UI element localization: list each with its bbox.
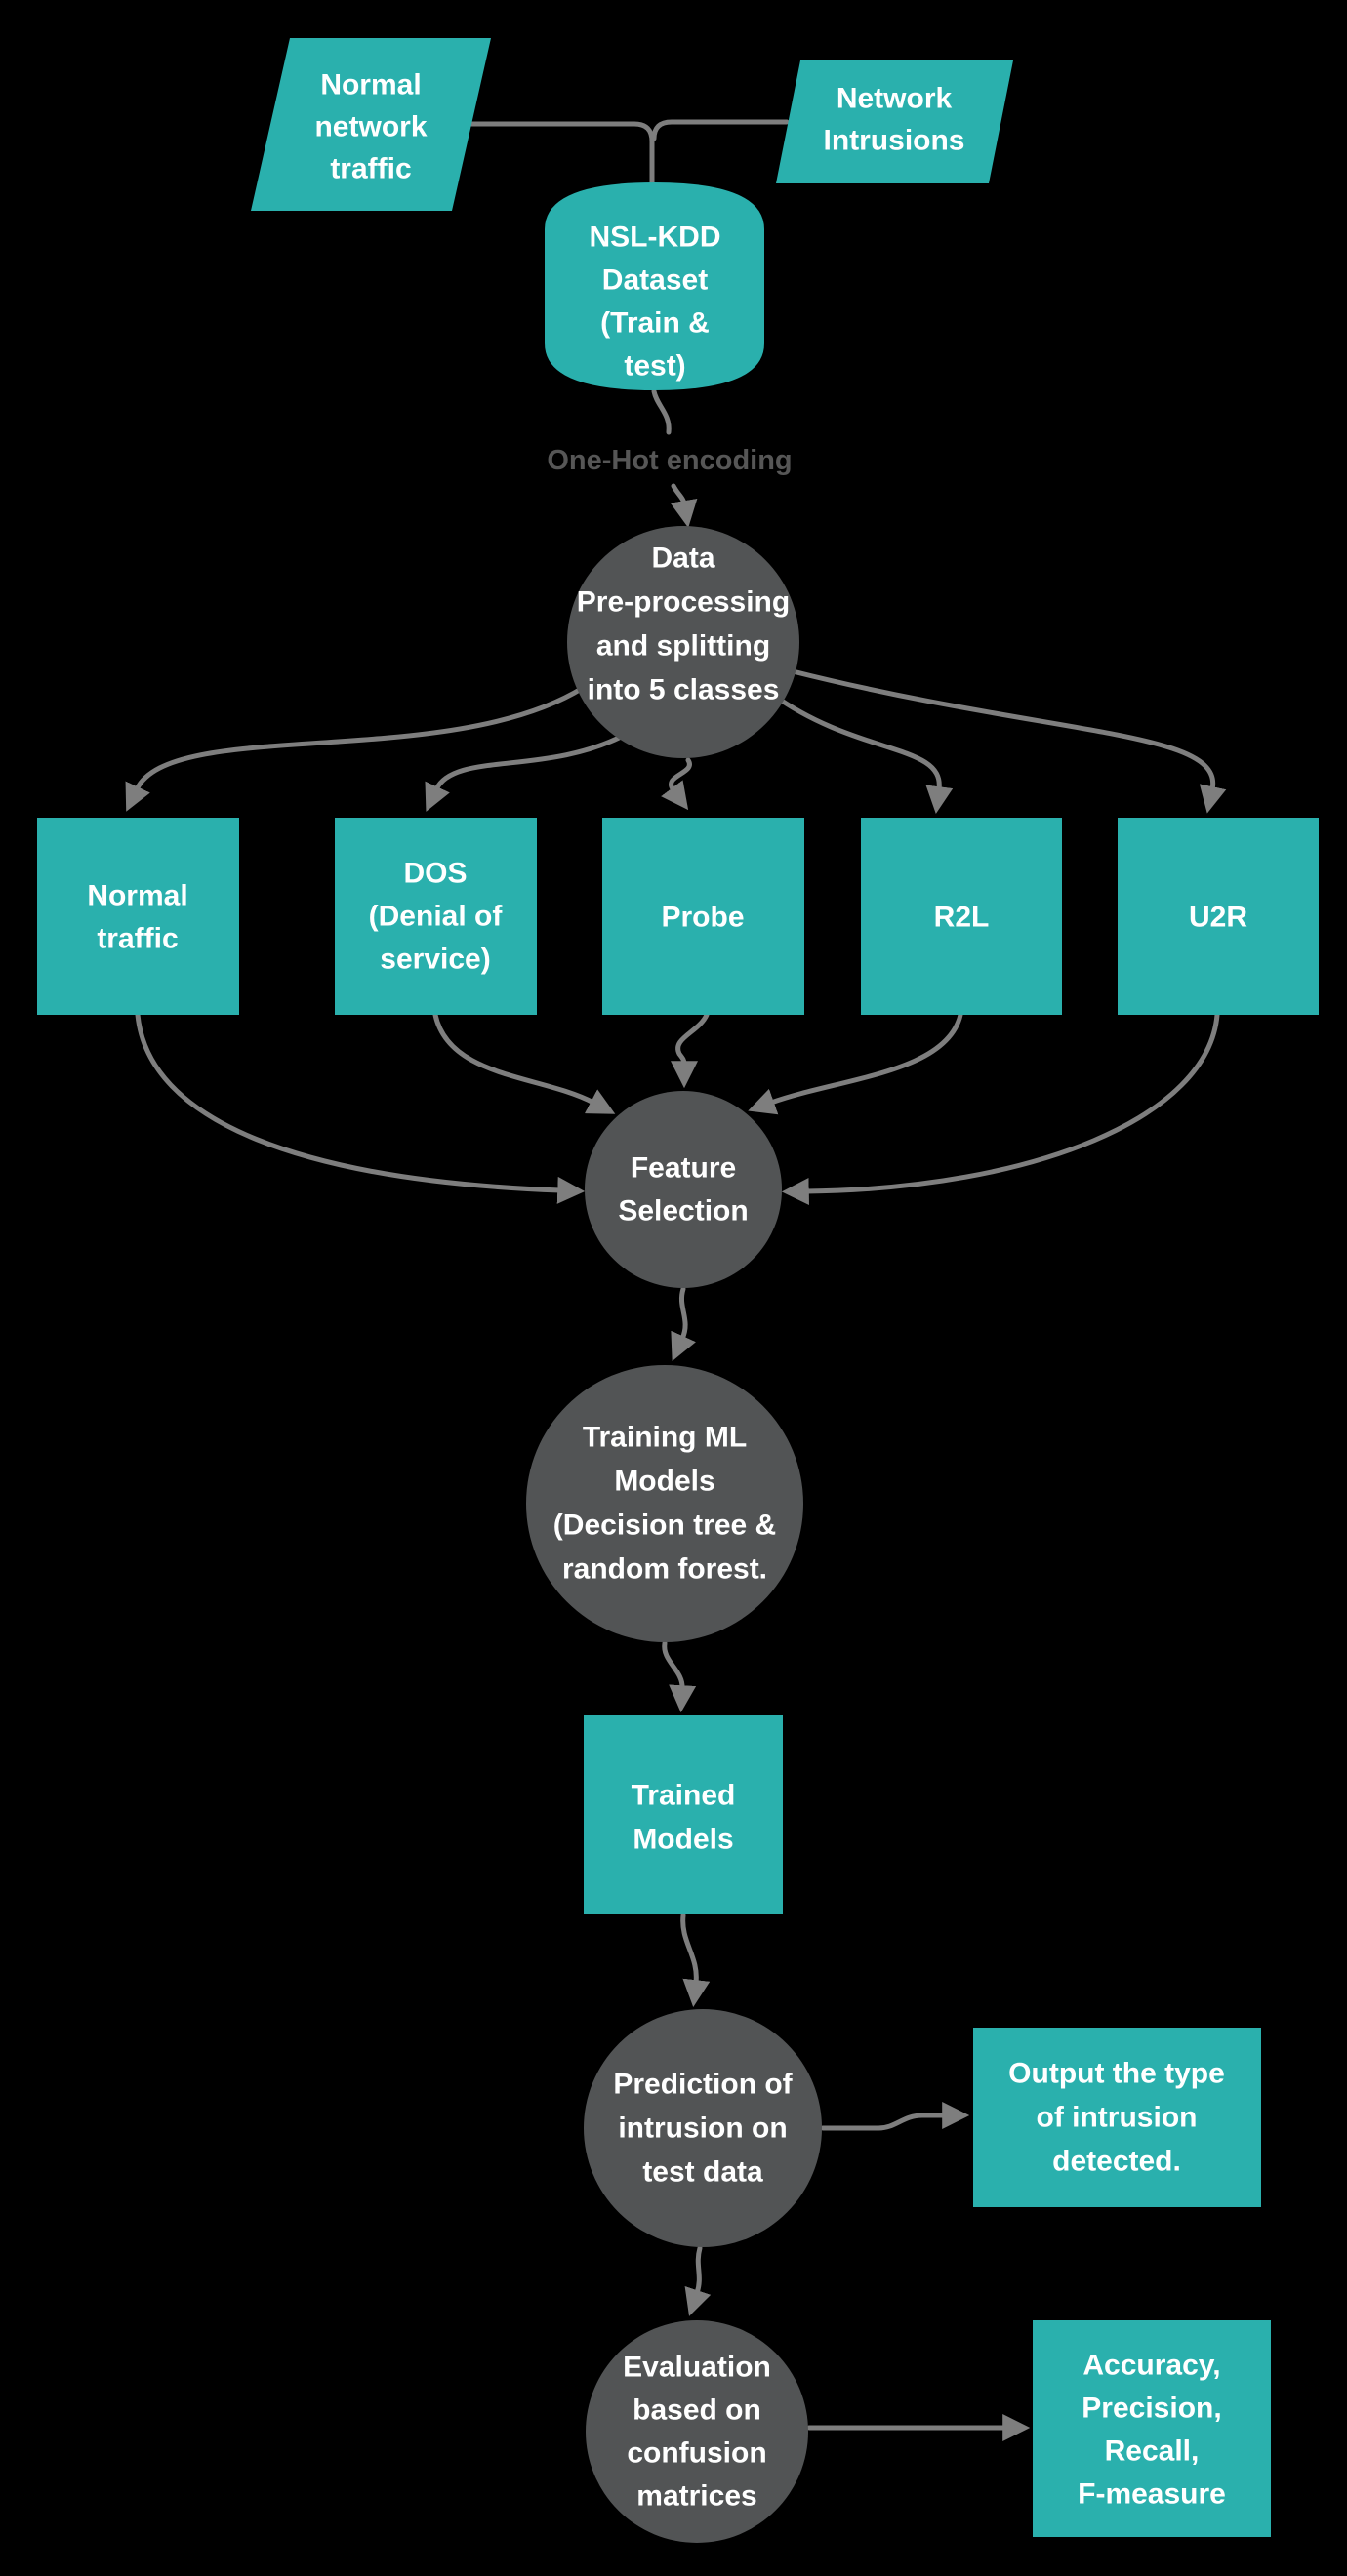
one-hot-encoding-label: One-Hot encoding [547, 445, 792, 476]
edge-dataset-to-onehot [651, 388, 672, 435]
box-shape [584, 1715, 783, 1914]
node-label-line: DOS [403, 858, 467, 890]
node-label-line: Trained [632, 1780, 736, 1812]
node-label-line: Output the type [1008, 2058, 1225, 2090]
node-label-line: matrices [636, 2480, 756, 2513]
edge-preprocessing-to-r2l [770, 692, 954, 815]
edge-u2r-to-feature-selection [781, 1012, 1220, 1205]
circle-shape [584, 2009, 822, 2247]
node-label-line: Training ML [583, 1422, 747, 1454]
node-class-normal-traffic: Normal traffic [37, 818, 239, 1015]
circle-shape [567, 526, 799, 758]
node-label-line: Pre-processing [577, 586, 790, 619]
node-label-line: Dataset [602, 264, 708, 297]
node-label-line: (Decision tree & [553, 1509, 776, 1542]
node-feature-selection: Feature Selection [585, 1091, 782, 1288]
node-label-line: based on [633, 2395, 761, 2427]
node-label-line: Evaluation [623, 2352, 771, 2384]
node-label-line: Recall, [1105, 2435, 1200, 2468]
node-label-line: intrusion on [618, 2113, 787, 2145]
node-label-line: Selection [618, 1195, 748, 1228]
circle-shape [526, 1365, 803, 1642]
node-label-line: service) [380, 944, 490, 976]
node-label-line: (Train & [600, 307, 710, 340]
node-label-line: Models [614, 1466, 714, 1498]
node-label-line: Models [633, 1824, 733, 1856]
node-label-line: of intrusion [1037, 2102, 1198, 2134]
edge-prediction-to-evaluation [684, 2245, 712, 2316]
node-label-line: U2R [1189, 902, 1247, 934]
node-metrics: Accuracy, Precision, Recall, F-measure [1033, 2320, 1271, 2537]
node-class-probe: Probe [602, 818, 804, 1015]
edge-feature-selection-to-training [671, 1286, 696, 1361]
connectors [125, 119, 1227, 2441]
node-label-line: Precision, [1082, 2393, 1221, 2425]
box-shape [37, 818, 239, 1015]
edge-preprocessing-to-dos [425, 732, 628, 812]
node-label-line: Accuracy, [1082, 2350, 1220, 2382]
node-normal-network-traffic: Normal network traffic [251, 38, 491, 211]
node-label-line: Normal [320, 69, 421, 101]
node-label-line: and splitting [596, 630, 770, 663]
node-label-line: into 5 classes [588, 674, 780, 706]
node-trained-models: Trained Models [584, 1715, 783, 1914]
edge-training-to-trained-models [662, 1640, 697, 1713]
node-class-dos: DOS (Denial of service) [335, 818, 537, 1015]
edge-prediction-to-output [820, 2102, 970, 2131]
node-label-line: test data [642, 2156, 763, 2189]
node-label-line: NSL-KDD [590, 221, 721, 254]
node-evaluation: Evaluation based on confusion matrices [586, 2320, 808, 2543]
node-label-line: detected. [1052, 2146, 1181, 2178]
node-label-line: traffic [330, 153, 411, 185]
edge-normal-class-to-feature-selection [135, 1012, 586, 1204]
edge-preprocessing-to-normal-class [125, 685, 586, 812]
node-training-ml-models: Training ML Models (Decision tree & rand… [526, 1365, 803, 1642]
parallelogram-shape [776, 60, 1013, 183]
box-shape [1033, 2320, 1271, 2537]
node-label-line: Network [837, 83, 953, 115]
node-label-line: Intrusions [823, 125, 964, 157]
node-label-line: Normal [87, 880, 187, 912]
node-prediction: Prediction of intrusion on test data [584, 2009, 822, 2247]
node-label-line: R2L [934, 902, 990, 934]
node-output-intrusion-type: Output the type of intrusion detected. [973, 2028, 1261, 2207]
node-label-line: Prediction of [613, 2069, 793, 2101]
edge-trained-models-to-prediction [680, 1912, 711, 2008]
node-label-line: Feature [631, 1152, 736, 1185]
box-shape [1118, 818, 1319, 1015]
node-label-line: F-measure [1078, 2478, 1226, 2511]
node-label-line: Probe [661, 902, 744, 934]
node-label-line: confusion [627, 2437, 766, 2470]
circle-shape [585, 1091, 782, 1288]
node-class-r2l: R2L [861, 818, 1062, 1015]
node-label-line: Data [651, 543, 714, 575]
edge-preprocessing-to-u2r [790, 668, 1227, 814]
box-shape [335, 818, 537, 1015]
node-label-line: (Denial of [369, 901, 504, 933]
node-label-line: traffic [97, 923, 178, 955]
node-nsl-kdd-dataset: NSL-KDD Dataset (Train & test) [545, 182, 764, 390]
box-shape [602, 818, 804, 1015]
box-shape [973, 2028, 1261, 2207]
edge-normal-input-to-dataset [466, 121, 655, 186]
edge-probe-to-feature-selection [670, 1012, 710, 1089]
edge-dos-to-feature-selection [432, 1012, 616, 1114]
box-shape [861, 818, 1062, 1015]
edge-onehot-to-preprocessing [670, 483, 698, 528]
node-label-line: network [314, 111, 427, 143]
cylinder-shape [545, 182, 764, 390]
parallelogram-shape [251, 38, 491, 211]
node-label-line: test) [624, 350, 685, 382]
node-data-preprocessing: Data Pre-processing and splitting into 5… [567, 526, 799, 758]
edge-preprocessing-to-probe [661, 757, 692, 811]
node-network-intrusions: Network Intrusions [776, 60, 1013, 183]
node-label-line: random forest. [562, 1553, 767, 1586]
circle-shape [586, 2320, 808, 2543]
edge-r2l-to-feature-selection [748, 1012, 963, 1115]
edge-intrusions-to-dataset [651, 119, 790, 141]
node-class-u2r: U2R [1118, 818, 1319, 1015]
